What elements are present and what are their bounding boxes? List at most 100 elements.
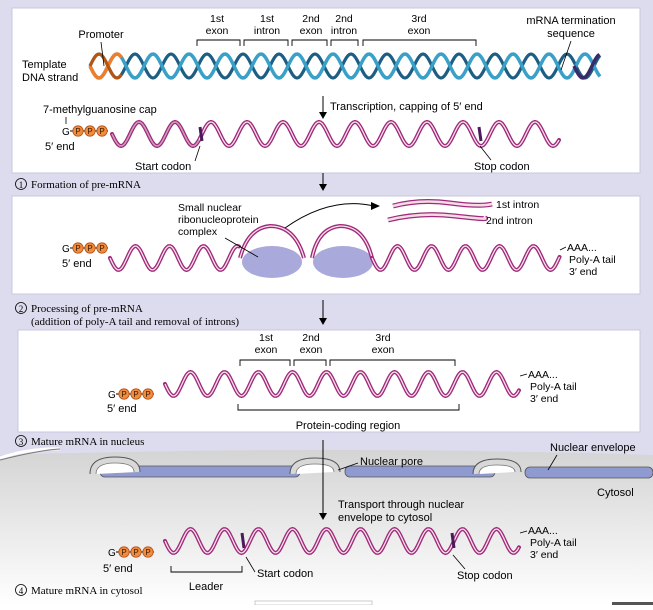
coding-region-label: Protein-coding region [296,420,401,432]
phosphate-icon [142,388,154,400]
dna-intron1-label-1: 1st [260,13,274,25]
phosphate-icon [118,546,130,558]
intron2-removed-label: 2nd intron [486,215,533,227]
three-prime-label-2: 3′ end [569,266,597,278]
polya-label-4: Poly-A tail [530,537,577,549]
phosphate-label: P [99,127,104,136]
coding-region-bracket [237,404,460,411]
start-codon-label-1: Start codon [135,161,191,173]
termination-label-1: mRNA termination [526,15,615,27]
step1-caption: Formation of pre-mRNA [31,179,141,191]
dna-intron2-label-2: intron [331,25,357,37]
m-exon3-label-1: 3rd [375,332,390,344]
phosphate-label: P [87,244,92,253]
start-codon-label-2: Start codon [257,568,313,580]
processing-mrna-strand [108,223,567,273]
nuclear-envelope [0,447,653,479]
mature-mrna-strand [163,369,528,399]
m-exon1-label-1: 1st [259,332,273,344]
polya-label-3: Poly-A tail [530,381,577,393]
guanosine-label: G [62,244,70,255]
snrnp-complex-1 [242,246,302,278]
dna-exon2-label-1: 2nd [302,13,320,25]
template-label-2: DNA strand [22,72,78,84]
step3-caption: Mature mRNA in nucleus [31,436,144,448]
phosphate-icon [84,125,96,137]
processing-right-highlight [371,245,561,271]
snrnp-label-2: ribonucleoprotein [178,214,259,226]
dna-exon1-label-1: 1st [210,13,224,25]
intron1-removed-label: 1st intron [496,199,539,211]
three-prime-label-3: 3′ end [530,393,558,405]
phosphate-icon [96,125,108,137]
mature-nucleus-box [17,329,641,433]
guanosine-label: G [62,127,70,138]
m-exon3-label-2: exon [372,344,395,356]
template-dna-helix [88,52,602,80]
phosphate-icon [118,388,130,400]
dna-exon2-label-2: exon [300,25,323,37]
phosphate-label: P [75,244,80,253]
promoter-back-segment [88,52,123,80]
dna-region-brackets [196,39,477,46]
step1-number: 1 [19,180,24,190]
snrnp-label-3: complex [178,226,218,238]
phosphate-icon [72,125,84,137]
dna-intron2-label-1: 2nd [335,13,353,25]
phosphate-label: P [145,390,150,399]
step4-caption: Mature mRNA in cytosol [31,585,143,597]
phosphate-label: P [99,244,104,253]
polya-aaa-3: AAA... [528,369,558,381]
step3-number: 3 [19,437,24,447]
mature-highlight [164,371,520,397]
stop-codon-label-1: Stop codon [474,161,530,173]
snrnp-complex-2 [313,246,373,278]
transcription-label: Transcription, capping of 5′ end [330,101,483,113]
step4-number: 4 [19,586,24,596]
phosphate-icon [142,546,154,558]
phosphate-label: P [133,390,138,399]
nuclear-envelope-label: Nuclear envelope [550,442,636,454]
promoter-label: Promoter [78,29,124,41]
phosphate-label: P [145,548,150,557]
m-exon2-label-1: 2nd [302,332,320,344]
termination-segment [572,53,601,80]
phosphate-label: P [133,548,138,557]
cytosol-mrna-strand [163,526,528,556]
five-prime-label-4: 5′ end [103,563,133,575]
polya-aaa-2: AAA... [567,242,597,254]
dna-intron1-label-2: intron [254,25,280,37]
three-prime-label-4: 3′ end [530,549,558,561]
pre-mrna-strand [110,119,561,149]
cytosol-mature-highlight [164,528,520,554]
dna-exon1-label-2: exon [206,25,229,37]
transport-label-1: Transport through nuclear [338,499,464,511]
phosphate-label: P [87,127,92,136]
polya-aaa-4: AAA... [528,525,558,537]
template-label-1: Template [22,59,67,71]
guanosine-label: G [108,390,116,401]
step2-caption-1: Processing of pre-mRNA [31,303,143,315]
phosphate-icon [130,546,142,558]
dna-back-strand [88,52,602,80]
five-prime-label-3: 5′ end [107,403,137,415]
cap-label: 7-methylguanosine cap [43,104,157,116]
phosphate-label: P [121,390,126,399]
phosphate-icon [96,242,108,254]
termination-label-2: sequence [547,28,595,40]
phosphate-label: P [121,548,126,557]
promoter-segment [88,52,123,80]
leader-label: Leader [189,581,224,593]
five-prime-label-2: 5′ end [62,258,92,270]
cytosol-label: Cytosol [597,487,634,499]
stop-codon-label-2: Stop codon [457,570,513,582]
step2-caption-2: (addition of poly-A tail and removal of … [31,316,239,328]
polya-label-2: Poly-A tail [569,254,616,266]
step2-number: 2 [19,304,24,314]
